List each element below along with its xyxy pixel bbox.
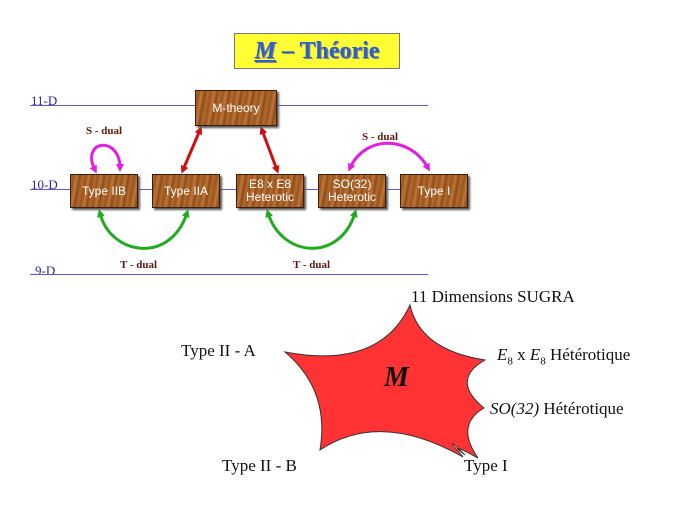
duality-arrows xyxy=(0,0,689,300)
s-dual-right-arrow xyxy=(350,143,428,168)
vertex-e8-label: E8 x E8 Hétérotique xyxy=(497,345,630,367)
e8-times: x xyxy=(517,345,526,364)
m-link-e8-arrow xyxy=(262,130,277,170)
m-link-iia-arrow xyxy=(183,130,200,170)
t-dual-left-arrow xyxy=(100,213,187,248)
e8-symbol: E xyxy=(497,345,507,364)
box-type-iib: Type IIB xyxy=(70,174,138,208)
box-e8-label-line2: Heterotic xyxy=(246,191,294,204)
e8-symbol-2: E xyxy=(530,345,540,364)
box-type-iia: Type IIA xyxy=(152,174,220,208)
e8-subscript-2: 8 xyxy=(540,355,546,367)
e8-subscript: 8 xyxy=(507,355,513,367)
box-so32-heterotic: SO(32) Heterotic xyxy=(318,174,386,208)
box-type-iib-label: Type IIB xyxy=(82,185,126,198)
box-m-theory-label: M-theory xyxy=(212,102,259,115)
so32-suffix: Hétérotique xyxy=(543,399,623,418)
t-dual-right-label: T - dual xyxy=(293,259,330,271)
s-dual-right-label: S - dual xyxy=(362,131,398,143)
box-m-theory: M-theory xyxy=(195,90,277,126)
vertex-so32-label: SO(32) Hétérotique xyxy=(490,399,624,419)
box-type-i: Type I xyxy=(400,174,468,208)
s-dual-left-label: S - dual xyxy=(86,125,122,137)
box-so32-label-line2: Heterotic xyxy=(328,191,376,204)
vertex-top-label: 11 Dimensions SUGRA xyxy=(411,287,575,307)
t-dual-right-arrow xyxy=(268,213,355,248)
box-e8-heterotic: E8 x E8 Heterotic xyxy=(236,174,304,208)
so32-symbol: SO(32) xyxy=(490,399,539,418)
vertex-bottom-left-label: Type II - B xyxy=(222,456,297,476)
star-center-label: M xyxy=(384,362,409,394)
vertex-bottom-right-label: Type I xyxy=(464,456,508,476)
box-type-iia-label: Type IIA xyxy=(164,185,208,198)
vertex-left-label: Type II - A xyxy=(181,341,256,361)
box-type-i-label: Type I xyxy=(418,185,451,198)
t-dual-left-label: T - dual xyxy=(120,259,157,271)
s-dual-left-arrow xyxy=(92,145,120,170)
e8-suffix: Hétérotique xyxy=(550,345,630,364)
